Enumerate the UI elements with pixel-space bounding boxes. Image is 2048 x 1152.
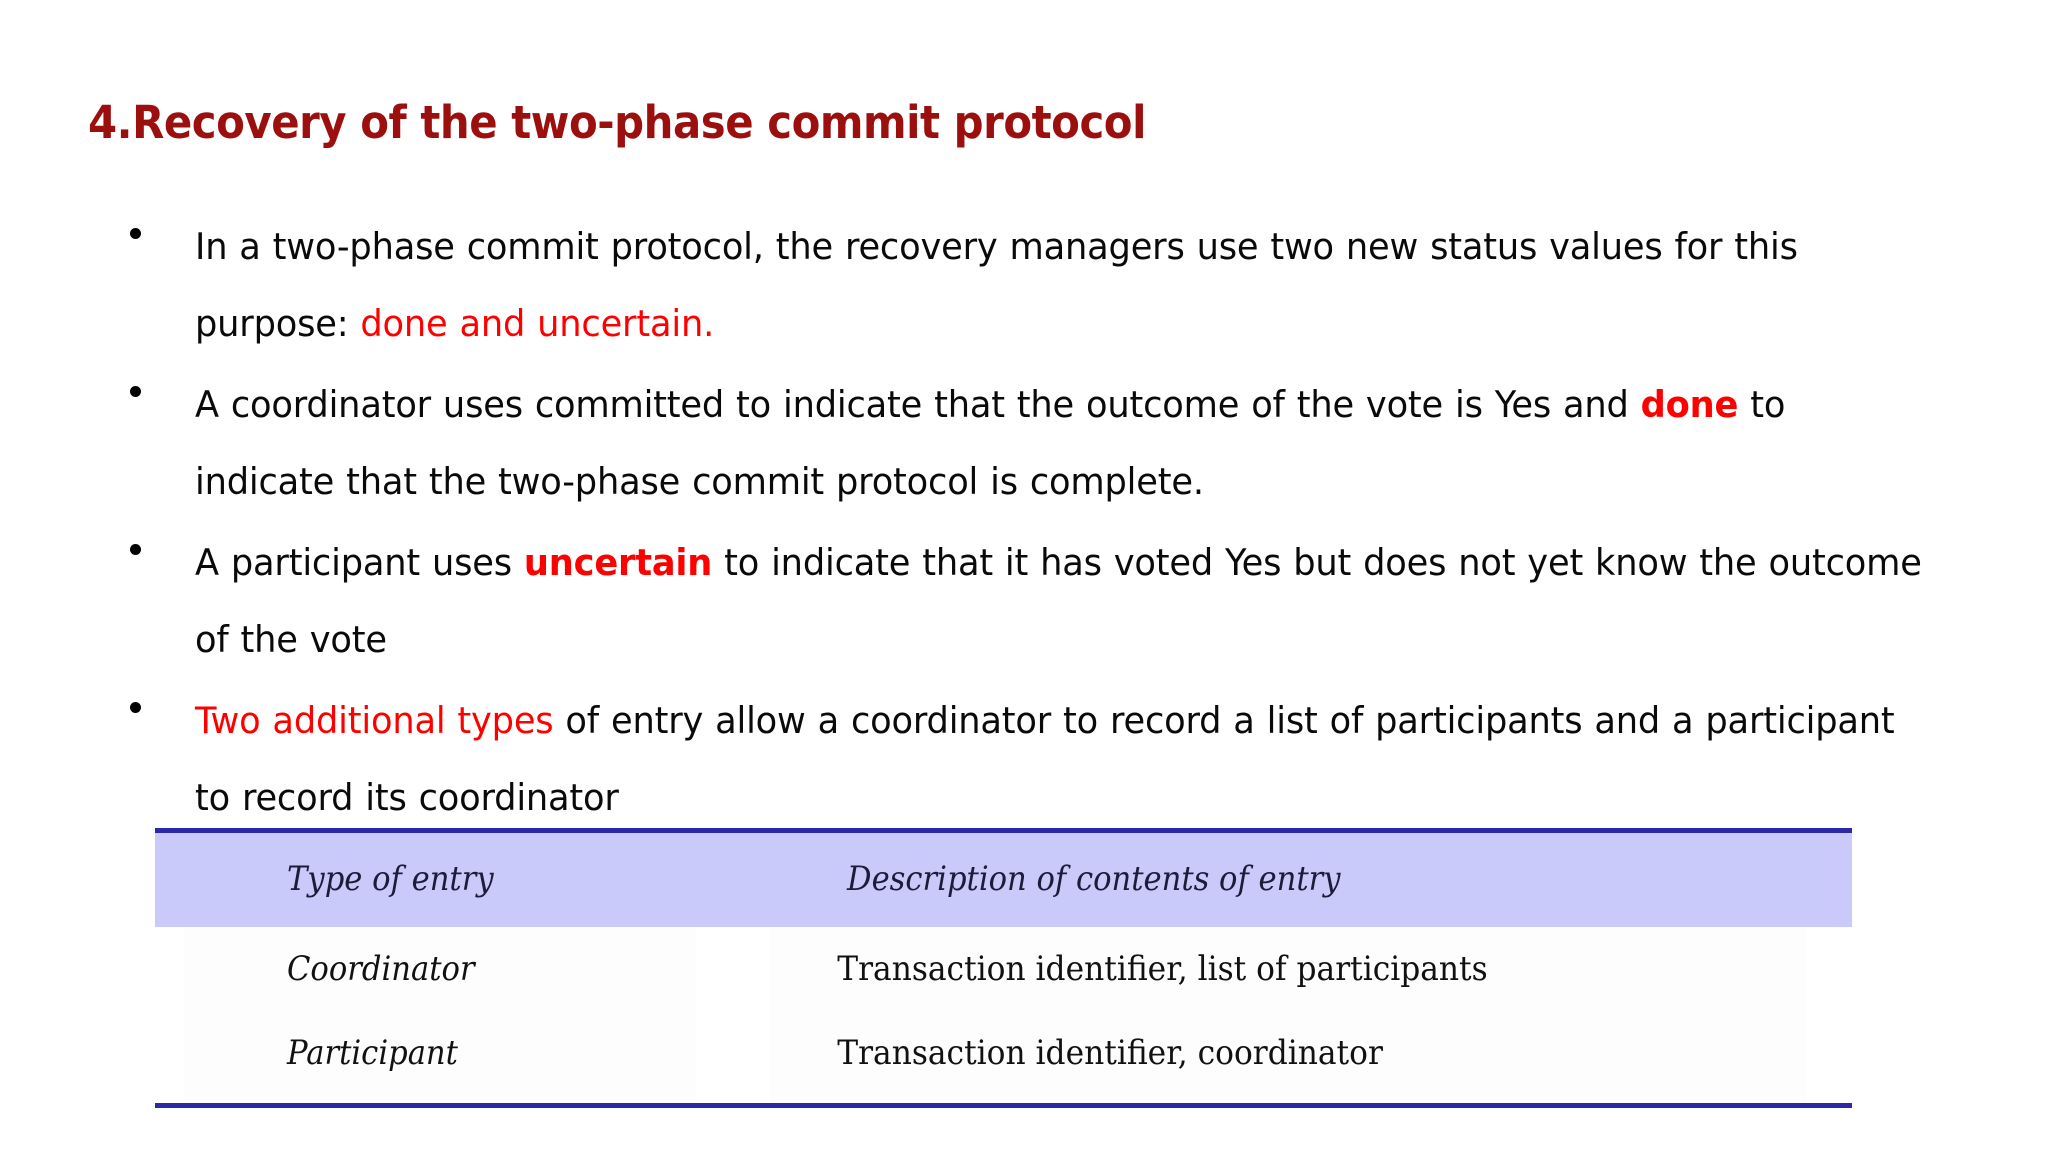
bullet-participant-uncertain: A participant uses uncertain to indicate… [195,524,1927,678]
list-item: A participant uses uncertain to indicate… [120,524,1990,678]
table-row: Participant Transaction identifier, coor… [155,1011,1852,1108]
list-item: Two additional types of entry allow a co… [120,682,1990,836]
bullet-dot-icon [130,544,141,555]
text-segment-highlight: done and uncertain. [360,302,715,345]
table-row: Coordinator Transaction identifier, list… [155,927,1852,1011]
page-title: 4.Recovery of the two-phase commit proto… [88,96,1146,149]
cell-entry-type-label: Participant [287,1033,458,1073]
bullet-two-additional-types: Two additional types of entry allow a co… [195,682,1927,836]
bullet-coordinator-committed: A coordinator uses committed to indicate… [195,366,1927,520]
cell-entry-description: Transaction identifier, list of particip… [770,927,1807,1011]
bullet-dot-icon [130,228,141,239]
text-segment: A participant uses [195,541,524,584]
cell-entry-description-label: Transaction identifier, coordinator [837,1033,1384,1073]
text-segment-highlight: uncertain [523,541,713,584]
cell-entry-description: Transaction identifier, coordinator [770,1011,1807,1108]
column-header-type-of-entry-label: Type of entry [287,859,494,899]
column-header-description-label: Description of contents of entry [847,859,1341,899]
bullet-status-values: In a two-phase commit protocol, the reco… [195,208,1927,362]
text-segment-highlight: Two additional types [195,699,554,742]
table-header-row: Type of entry Description of contents of… [155,828,1852,927]
column-header-description: Description of contents of entry [781,828,1796,927]
text-segment: to indicate that the two-phase commit pr… [195,383,1786,503]
bullet-list: In a two-phase commit protocol, the reco… [120,208,1990,840]
list-item: In a two-phase commit protocol, the reco… [120,208,1990,362]
bullet-dot-icon [130,386,141,397]
column-header-type-of-entry: Type of entry [183,828,697,927]
cell-entry-type: Participant [183,1011,697,1108]
text-segment: of entry allow a coordinator to record a… [195,699,1895,819]
cell-entry-type: Coordinator [183,927,697,1011]
text-segment: A coordinator uses committed to indicate… [195,383,1641,426]
log-entry-types-table: Type of entry Description of contents of… [155,828,1852,1108]
list-item: A coordinator uses committed to indicate… [120,366,1990,520]
cell-entry-description-label: Transaction identifier, list of particip… [837,949,1488,989]
table-body: Coordinator Transaction identifier, list… [155,927,1852,1108]
cell-entry-type-label: Coordinator [287,949,475,989]
bullet-dot-icon [130,702,141,713]
text-segment: to indicate that it has voted Yes but do… [195,541,1922,661]
table-header: Type of entry Description of contents of… [155,828,1852,927]
text-segment-highlight: done [1640,383,1739,426]
text-segment: In a two-phase commit protocol, the reco… [195,225,1798,345]
